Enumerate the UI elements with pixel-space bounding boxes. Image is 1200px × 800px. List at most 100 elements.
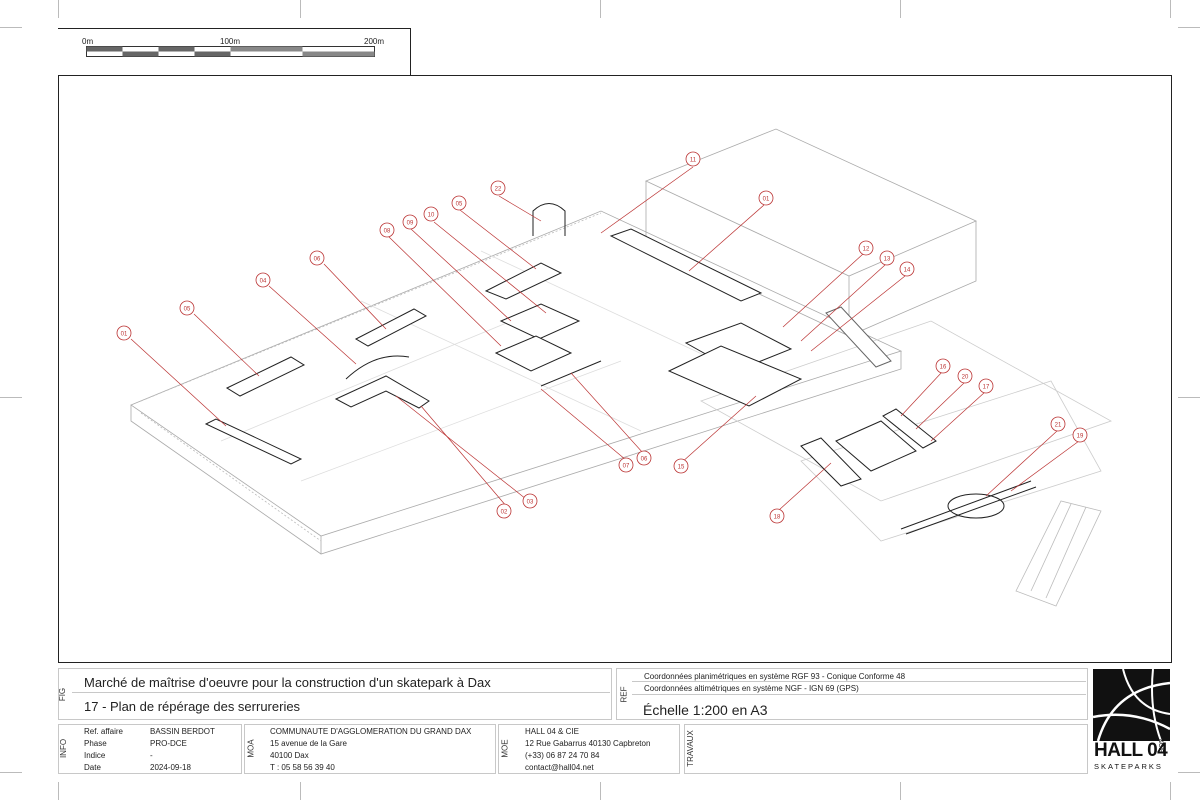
callout-21: 21 [1050, 416, 1066, 432]
callout-05a: 05 [179, 300, 195, 316]
callout-07: 07 [618, 457, 634, 473]
module-rail-01 [204, 418, 303, 465]
coord-planimetric: Coordonnées planimétriques en système RG… [644, 672, 906, 681]
scale-bar-panel: 0m 100m 200m [58, 28, 411, 76]
info-value: PRO-DCE [150, 739, 187, 748]
callout-06b: 06 [636, 450, 652, 466]
ref-label: REF [619, 686, 629, 703]
svg-text:12: 12 [863, 247, 870, 253]
moa-block [244, 724, 496, 774]
callout-01b: 01 [758, 190, 774, 206]
info-block [58, 724, 242, 774]
moe-phone: (+33) 06 87 24 70 84 [525, 751, 600, 760]
svg-text:17: 17 [983, 385, 990, 391]
callout-01a: 01 [116, 325, 132, 341]
project-title: Marché de maîtrise d'oeuvre pour la cons… [84, 675, 491, 690]
moa-address: 15 avenue de la Gare [270, 739, 347, 748]
svg-text:11: 11 [690, 158, 697, 164]
svg-text:04: 04 [260, 279, 267, 285]
logo-cie-text: &CIE [1157, 739, 1163, 754]
logo-main-text: HALL 04 [1094, 740, 1168, 761]
moa-city: 40100 Dax [270, 751, 309, 760]
svg-text:07: 07 [623, 464, 630, 470]
scale-label-0: 0m [82, 37, 94, 46]
module-box-06a [354, 308, 428, 347]
svg-text:19: 19 [1077, 434, 1084, 440]
svg-text:06: 06 [314, 257, 321, 263]
callout-02: 02 [496, 503, 512, 519]
callout-16: 16 [935, 358, 951, 374]
info-key: Ref. affaire [84, 727, 123, 736]
svg-text:13: 13 [884, 257, 891, 263]
svg-text:01: 01 [763, 197, 770, 203]
svg-text:18: 18 [774, 515, 781, 521]
module-curb-01b [609, 228, 763, 302]
callout-20: 19 [1072, 427, 1088, 443]
svg-text:08: 08 [384, 229, 391, 235]
drawing-scale: Échelle 1:200 en A3 [643, 702, 768, 718]
svg-text:14: 14 [904, 268, 911, 274]
travaux-label: TRAVAUX [685, 730, 695, 767]
svg-text:02: 02 [501, 510, 508, 516]
module-stairs-14 [825, 306, 892, 368]
coord-altimetric: Coordonnées altimétriques en système NGF… [644, 684, 859, 693]
svg-text:15: 15 [678, 465, 685, 471]
info-value: BASSIN BERDOT [150, 727, 215, 736]
info-value: 2024-09-18 [150, 763, 191, 772]
callout-05b: 05 [451, 195, 467, 211]
moe-address: 12 Rue Gabarrus 40130 Capbreton [525, 739, 651, 748]
callout-08: 08 [379, 222, 395, 238]
svg-text:05: 05 [184, 307, 191, 313]
fig-label: FIG [58, 687, 68, 702]
svg-text:09: 09 [407, 221, 414, 227]
callout-09: 09 [402, 214, 418, 230]
callout-12: 12 [858, 240, 874, 256]
info-key: Phase [84, 739, 107, 748]
module-ledge-02 [334, 375, 430, 409]
svg-text:03: 03 [527, 500, 534, 506]
info-label: INFO [59, 738, 69, 759]
plan-drawing-frame: 01 05 04 06 08 09 10 05 22 11 01 12 13 1… [58, 75, 1172, 663]
module-bank-08 [499, 303, 581, 340]
plan-title: 17 - Plan de répérage des serrureries [84, 699, 301, 714]
moe-label: MOE [500, 739, 510, 758]
svg-text:20: 20 [962, 375, 969, 381]
module-stairs-15 [667, 345, 803, 407]
svg-text:06: 06 [641, 457, 648, 463]
moe-email: contact@hall04.net [525, 763, 594, 772]
svg-text:21: 21 [1055, 423, 1062, 429]
hall04-logo: HALL 04 &CIE SKATEPARKS [1093, 669, 1170, 772]
scale-label-100: 100m [220, 37, 241, 46]
callout-15: 15 [673, 458, 689, 474]
info-value: - [150, 751, 153, 760]
module-box-17 [882, 408, 937, 449]
callout-22: 22 [490, 180, 506, 196]
svg-text:16: 16 [940, 365, 947, 371]
module-bowl-21 [947, 493, 1005, 519]
svg-text:01: 01 [121, 332, 128, 338]
module-box-05b [484, 262, 563, 300]
svg-text:22: 22 [495, 187, 502, 193]
svg-text:10: 10 [428, 213, 435, 219]
info-key: Date [84, 763, 101, 772]
callout-03: 03 [522, 493, 538, 509]
travaux-block [684, 724, 1088, 774]
module-box-09 [494, 335, 573, 372]
callout-10: 10 [423, 206, 439, 222]
logo-sub-text: SKATEPARKS [1094, 762, 1163, 771]
callout-04: 04 [255, 272, 271, 288]
module-box-18 [800, 437, 862, 487]
isometric-plan: 01 05 04 06 08 09 10 05 22 11 01 12 13 1… [116, 128, 1112, 607]
moe-block [498, 724, 680, 774]
callout-11: 11 [685, 151, 701, 167]
callouts: 01 05 04 06 08 09 10 05 22 11 01 12 13 1… [116, 151, 1088, 524]
callout-13: 13 [879, 250, 895, 266]
callout-14: 14 [899, 261, 915, 277]
ref-block [616, 668, 1088, 720]
moa-label: MOA [246, 739, 256, 758]
scale-label-200: 200m [364, 37, 385, 46]
callout-06a: 06 [309, 250, 325, 266]
callout-19: 20 [957, 368, 973, 384]
fig-block [58, 668, 612, 720]
module-curve-04 [345, 355, 410, 380]
